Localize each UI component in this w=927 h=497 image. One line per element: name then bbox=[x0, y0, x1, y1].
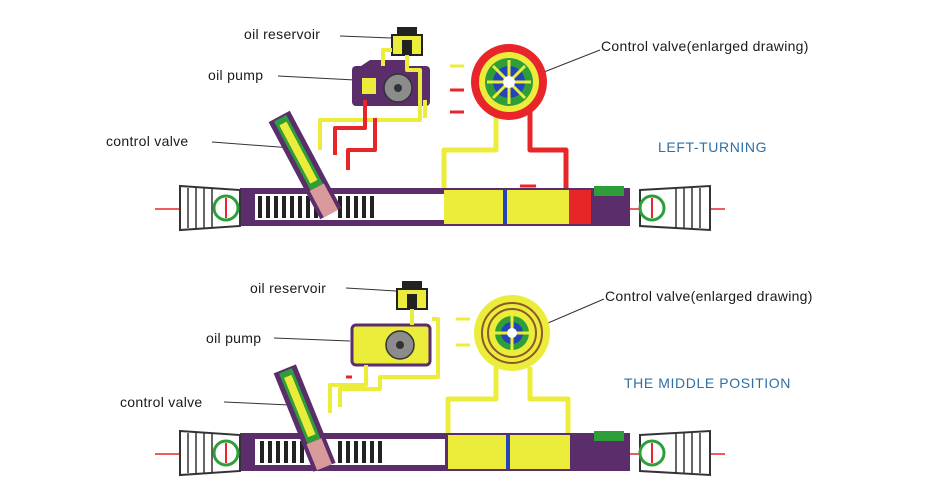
steering-rack bbox=[155, 184, 725, 232]
control-valve-enlarged-label: Control valve(enlarged drawing) bbox=[601, 38, 809, 54]
control-valve-enlarged-icon bbox=[474, 295, 550, 371]
control-valve-icon bbox=[273, 364, 336, 472]
leader-lines bbox=[211, 35, 601, 149]
leader-lines bbox=[223, 287, 605, 406]
control-valve-label: control valve bbox=[106, 133, 189, 149]
oil-pump-icon bbox=[352, 60, 430, 106]
state-label: LEFT-TURNING bbox=[658, 139, 768, 155]
steering-rack-diagram-middle-position bbox=[155, 281, 725, 477]
left-turning-diagram: oil reservoir oil pump control valve Con… bbox=[0, 0, 927, 248]
hydraulic-lines bbox=[328, 309, 571, 439]
control-valve-label: control valve bbox=[120, 394, 203, 410]
steering-rack-diagram-left-turning bbox=[155, 27, 725, 232]
oil-reservoir-label: oil reservoir bbox=[250, 280, 327, 296]
middle-position-diagram: oil reservoir oil pump control valve Con… bbox=[0, 249, 927, 497]
steering-rack bbox=[155, 429, 725, 477]
oil-pump-label: oil pump bbox=[208, 67, 264, 83]
oil-reservoir-icon bbox=[391, 27, 423, 56]
oil-pump-icon bbox=[350, 323, 432, 367]
control-valve-icon bbox=[268, 110, 342, 220]
oil-reservoir-icon bbox=[396, 281, 428, 310]
control-valve-enlarged-label: Control valve(enlarged drawing) bbox=[605, 288, 813, 304]
hydraulic-lines bbox=[318, 48, 569, 195]
oil-reservoir-label: oil reservoir bbox=[244, 26, 321, 42]
control-valve-enlarged-icon bbox=[471, 44, 547, 120]
oil-pump-label: oil pump bbox=[206, 330, 262, 346]
state-label: THE MIDDLE POSITION bbox=[624, 375, 791, 391]
